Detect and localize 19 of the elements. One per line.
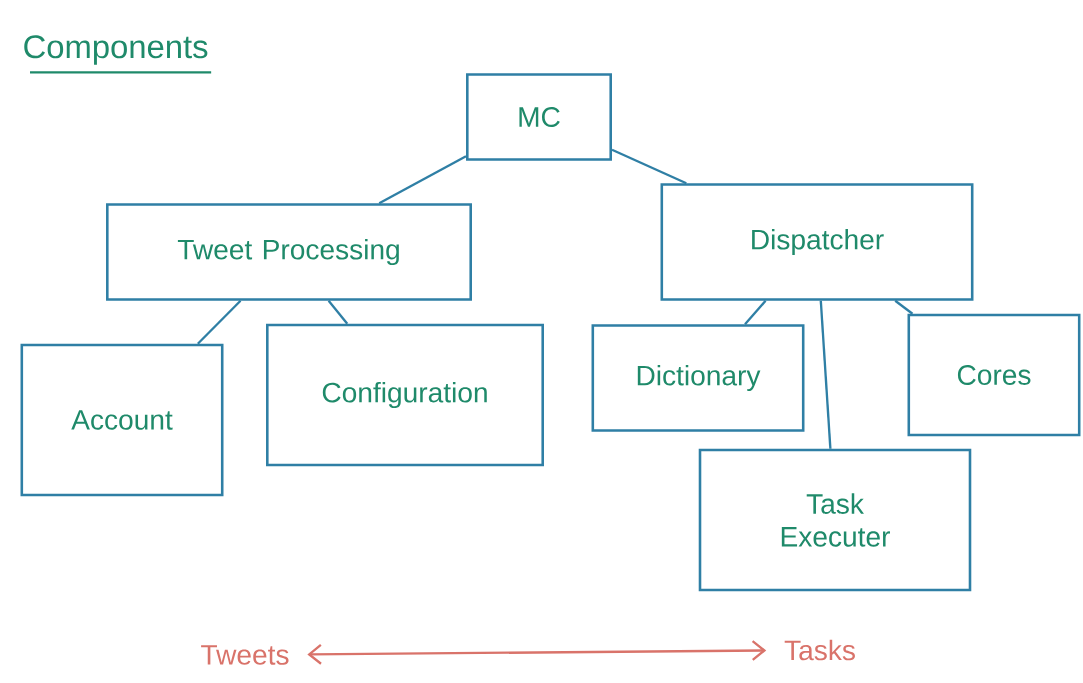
title: Components [24,35,208,65]
component-box: Configuration [266,323,544,467]
connector-line [197,299,242,345]
component-box: Cores [907,313,1081,437]
connector-line [327,300,349,325]
component-box: Task Executer [698,448,972,592]
connector-line [378,155,467,205]
label-text: Tweets [201,645,289,665]
connector-line [744,300,767,325]
connector-line [611,148,687,185]
component-box: Dispatcher [660,183,974,301]
component-box: Account [20,343,224,497]
double-arrow [307,640,767,665]
label-text: Tasks [784,639,855,661]
connector-line [819,300,832,449]
connector-line [894,299,914,315]
component-box: Dictionary [591,324,805,432]
component-box: MC [466,73,612,161]
component-box: Tweet Processing [106,203,472,301]
